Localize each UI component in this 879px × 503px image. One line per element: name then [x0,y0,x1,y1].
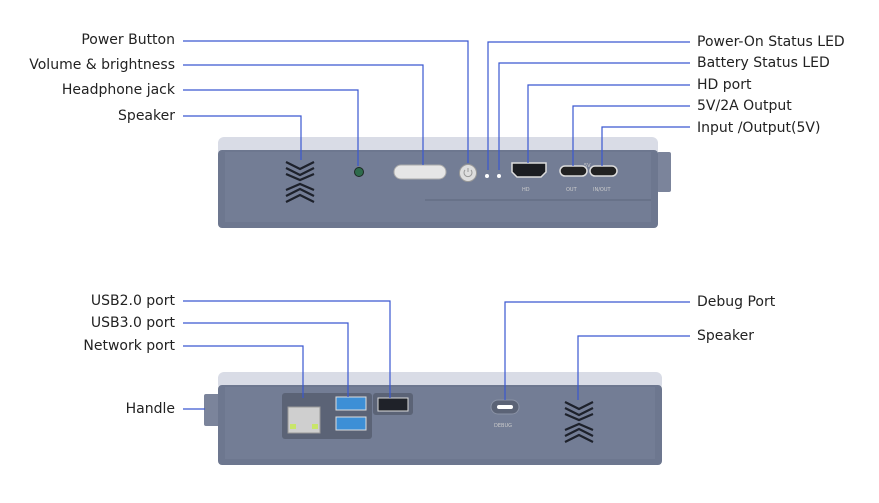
power-button-icon [459,164,477,182]
network-port-icon [287,406,321,434]
label-power-on-led: Power-On Status LED [697,34,845,50]
marking-5v: 5V [584,163,591,169]
marking-out: OUT [566,187,577,193]
usb3-port-icon [335,396,367,411]
speaker-grille-icon [564,401,594,443]
label-usb3-port: USB3.0 port [90,315,175,331]
usb-c-inout-icon [589,165,618,177]
label-input-output: Input /Output(5V) [697,120,821,136]
bottom-handle [204,394,220,426]
label-battery-led: Battery Status LED [697,55,830,71]
label-debug-port: Debug Port [697,294,776,310]
label-headphone-jack: Headphone jack [61,82,175,98]
debug-port-icon [497,405,513,409]
marking-hd: HD [522,187,530,193]
bottom-device [204,372,662,465]
marking-inout: IN/OUT [593,187,611,193]
top-handle [657,152,671,192]
battery-led-icon [497,174,501,178]
usb-c-out-icon [559,165,588,177]
label-speaker-bottom: Speaker [697,328,754,344]
leader-lines [183,40,690,410]
label-volume-brightness: Volume & brightness [29,57,175,73]
usb2-port-icon [377,397,409,412]
headphone-jack-icon [354,167,364,177]
top-device [218,137,671,228]
label-hd-port: HD port [697,77,752,93]
label-network-port: Network port [83,338,175,354]
label-usb2-port: USB2.0 port [90,293,175,309]
speaker-grille-icon [285,161,315,203]
label-power-button: Power Button [81,32,175,48]
hd-port-icon [511,162,547,178]
marking-debug: DEBUG [494,423,512,429]
volume-rocker [393,164,447,180]
label-5v-output: 5V/2A Output [697,98,792,114]
power-led-icon [485,174,489,178]
label-speaker-top: Speaker [118,108,175,124]
label-handle: Handle [125,401,175,417]
